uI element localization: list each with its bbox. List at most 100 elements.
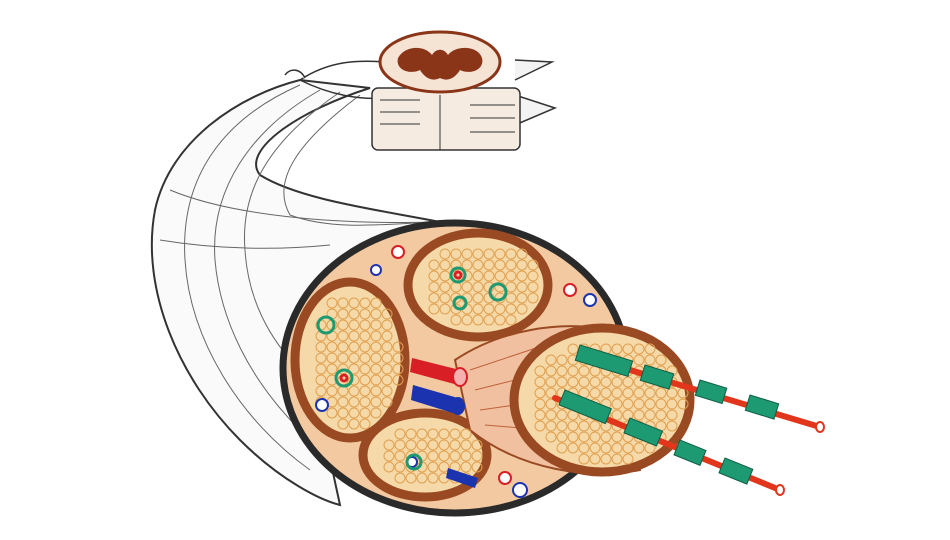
nerve-fiber [383, 450, 395, 462]
nerve-fiber [527, 259, 539, 271]
nerve-fiber [381, 385, 393, 397]
nerve-fiber [666, 387, 678, 399]
nerve-fiber [337, 297, 349, 309]
nerve-fiber [494, 270, 506, 282]
nerve-fiber [567, 365, 579, 377]
nerve-fiber [545, 387, 557, 399]
nerve-fiber [633, 387, 645, 399]
nerve-fiber [315, 385, 327, 397]
nerve-fiber [545, 365, 557, 377]
nerve-fiber [578, 420, 590, 432]
nerve-fiber [644, 409, 656, 421]
nerve-fiber [516, 270, 528, 282]
nerve-fiber [460, 461, 472, 473]
nerve-fiber [392, 363, 404, 375]
nerve-fiber [600, 442, 612, 454]
nerve-fiber [644, 354, 656, 366]
nerve-fiber [472, 259, 484, 271]
nerve-fiber [315, 363, 327, 375]
nerve-fiber [416, 439, 428, 451]
nerve-fiber [370, 352, 382, 364]
nerve-fiber [427, 472, 439, 484]
nerve-fiber [449, 439, 461, 451]
nerve-fiber [516, 292, 528, 304]
nerve-fiber [348, 308, 360, 320]
nerve-fiber [611, 442, 623, 454]
nerve-fiber [461, 314, 473, 326]
nerve-fiber [578, 376, 590, 388]
nerve-fiber [337, 308, 349, 320]
nerve-fiber [633, 354, 645, 366]
nerve-fiber [439, 259, 451, 271]
nerve-fiber [348, 352, 360, 364]
nerve-fiber [534, 420, 546, 432]
nerve-fiber [556, 365, 568, 377]
nerve-fiber [381, 308, 393, 320]
nerve-fiber [405, 472, 417, 484]
nerve-fiber [666, 420, 678, 432]
nerve-fiber [337, 418, 349, 430]
nerve-fiber [394, 472, 406, 484]
nerve-fiber [348, 385, 360, 397]
nerve-fiber [392, 341, 404, 353]
nerve-fiber [545, 431, 557, 443]
nerve-fiber [622, 453, 634, 465]
nerve-fiber [567, 420, 579, 432]
nerve-fiber [600, 376, 612, 388]
vein [411, 385, 458, 414]
nerve-fiber [381, 374, 393, 386]
nerve-fiber [516, 248, 528, 260]
nerve-fiber [545, 398, 557, 410]
nerve-fiber [359, 330, 371, 342]
nerve-fiber [556, 442, 568, 454]
nerve-fiber [326, 385, 338, 397]
nerve-fiber [534, 398, 546, 410]
nerve-fiber [359, 396, 371, 408]
nerve-fiber [655, 398, 667, 410]
nerve-fiber [516, 281, 528, 293]
nerve-fiber [460, 439, 472, 451]
nerve-fiber [427, 461, 439, 473]
nerve-fiber [359, 352, 371, 364]
nerve-fiber [348, 407, 360, 419]
spinal-cord-segment [284, 30, 558, 151]
nerve-fiber [348, 297, 360, 309]
nerve-fiber [428, 303, 440, 315]
nerve-fiber [567, 442, 579, 454]
nerve-fiber [472, 314, 484, 326]
nerve-fiber [655, 409, 667, 421]
nerve-fiber [589, 453, 601, 465]
nerve-fiber [348, 374, 360, 386]
nerve-fiber [337, 407, 349, 419]
nerve-fiber [633, 409, 645, 421]
nerve-fiber [611, 398, 623, 410]
nerve-fiber [471, 461, 483, 473]
nerve-fiber [472, 248, 484, 260]
nerve-fiber [449, 428, 461, 440]
nerve-fiber [622, 409, 634, 421]
nerve-fiber [348, 330, 360, 342]
nerve-fiber [326, 341, 338, 353]
gray-matter [397, 47, 483, 80]
nerve-fiber [483, 248, 495, 260]
nerve-fiber [567, 376, 579, 388]
nerve-fiber [622, 376, 634, 388]
nerve-fiber [416, 472, 428, 484]
nerve-fiber [337, 330, 349, 342]
nerve-fiber [359, 308, 371, 320]
nerve-fiber [666, 409, 678, 421]
nerve-fiber [427, 439, 439, 451]
nerve-fiber [505, 314, 517, 326]
nerve-fiber [394, 461, 406, 473]
nerve-fiber [545, 420, 557, 432]
nerve-fiber [472, 281, 484, 293]
nerve-fiber [416, 428, 428, 440]
nerve-fiber [567, 343, 579, 355]
nerve-fiber [611, 409, 623, 421]
nerve-fiber [348, 341, 360, 353]
nerve-fiber [383, 461, 395, 473]
nerve-fiber [428, 259, 440, 271]
nerve-fiber [655, 387, 667, 399]
nerve-fiber [633, 376, 645, 388]
nerve-fiber [534, 409, 546, 421]
